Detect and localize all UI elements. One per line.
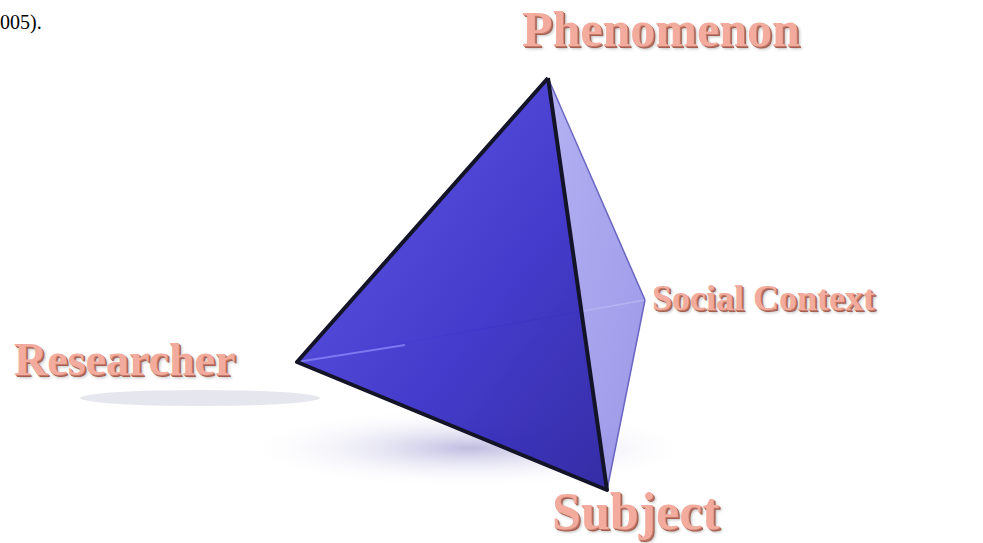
vertex-label: Phenomenon [522,4,800,54]
vertex-label: Subject [552,486,720,538]
front-face [297,78,607,490]
front-edges [297,78,607,490]
label-shadow [80,390,320,406]
back-edge [607,300,645,490]
vertex-label: Social Context [652,280,875,316]
reflection-streak [297,345,405,362]
vertex-label: Researcher [14,337,235,383]
citation-fragment: 005). [0,12,42,32]
